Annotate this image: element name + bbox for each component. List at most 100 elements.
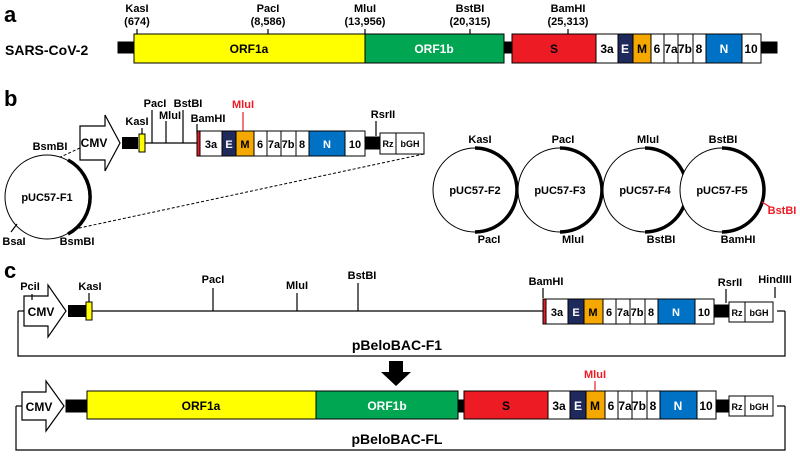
panel-c-letter: c bbox=[4, 258, 16, 283]
gene-orf1a bbox=[86, 390, 317, 420]
cmv-label: CMV bbox=[28, 305, 55, 319]
genome-label: SARS-CoV-2 bbox=[5, 42, 88, 58]
site-pos-bstbi: (20,315) bbox=[450, 16, 491, 28]
plasmid-puc57-f2: pUC57-F2 KasI PacI bbox=[432, 134, 519, 246]
construct-label: pBeloBAC-FL bbox=[352, 431, 443, 447]
f1-label-bstbi: BstBI bbox=[174, 98, 203, 110]
bac-f1-gene-labels: 3a E M 6 7a 7b 8 N 10 Rz bGH bbox=[551, 307, 769, 319]
insert-arc bbox=[474, 146, 519, 234]
f1-label-m: M bbox=[240, 139, 249, 151]
panel-b-letter: b bbox=[4, 86, 17, 111]
f1-label-kasi: KasI bbox=[125, 116, 148, 128]
plasmid-puc57-f4: pUC57-F4 MluI BstBI bbox=[602, 134, 689, 246]
label-7b: 7b bbox=[678, 42, 692, 56]
bac-f1-gene-boxes bbox=[542, 298, 774, 325]
plasmid-label: pUC57-F3 bbox=[534, 185, 585, 197]
label-m: M bbox=[588, 307, 597, 319]
label-n: N bbox=[674, 399, 683, 413]
gene-s bbox=[463, 390, 549, 420]
plasmid-puc57-f1: pUC57-F1 BsmBI BsmBI BsaI bbox=[2, 141, 94, 248]
site-top: PacI bbox=[552, 134, 575, 146]
intergenic-block bbox=[457, 399, 465, 413]
panel-a-site-labels: KasI (674) PacI (8,586) MluI (13,956) Bs… bbox=[124, 3, 589, 28]
f1-site-labels: KasI PacI MluI BstBI BamHI MluI RsrII bbox=[125, 98, 395, 128]
label-hindiii: HindIII bbox=[758, 274, 792, 286]
label-orf1a: ORF1a bbox=[182, 399, 221, 413]
label-6: 6 bbox=[608, 399, 615, 413]
construct-pbelobac-fl: CMV MluI bbox=[15, 369, 786, 451]
cmv-label: CMV bbox=[81, 136, 108, 150]
cmv-promoter-arrow bbox=[23, 283, 67, 339]
label-8: 8 bbox=[648, 307, 654, 319]
label-e: E bbox=[572, 307, 579, 319]
site-pos-mlui: (13,956) bbox=[345, 16, 386, 28]
label-orf1b: ORF1b bbox=[367, 399, 406, 413]
genome-gene-labels: ORF1a ORF1b S 3a E M 6 7a 7b 8 N 10 bbox=[230, 42, 758, 56]
bgh-box bbox=[744, 395, 774, 417]
insert-arc bbox=[721, 146, 766, 234]
label-7a: 7a bbox=[617, 307, 630, 319]
cmv-promoter-arrow bbox=[79, 114, 121, 172]
site-top: BstBI bbox=[709, 134, 738, 146]
label-bstbi: BstBI bbox=[348, 270, 377, 282]
gene-n bbox=[659, 390, 698, 420]
plasmid-label: pUC57-F5 bbox=[696, 185, 747, 197]
tick-bstbi-mutation bbox=[761, 201, 771, 208]
label-bamhi: BamHI bbox=[529, 276, 564, 288]
panel-c: c CMV PciI KasI bbox=[4, 258, 792, 451]
f1-label-7a: 7a bbox=[268, 139, 281, 151]
site-label-mlui: MluI bbox=[354, 3, 376, 15]
utr5-block bbox=[117, 41, 135, 54]
site-label-bstbi: BstBI bbox=[456, 3, 485, 15]
bac-f1-site-ticks bbox=[31, 283, 776, 311]
label-bgh: bGH bbox=[750, 308, 769, 318]
label-6: 6 bbox=[654, 42, 661, 56]
label-6: 6 bbox=[606, 307, 612, 319]
f1-gene-labels: 3a E M 6 7a 7b 8 N 10 Rz bGH bbox=[205, 139, 420, 151]
label-mlui: MluI bbox=[286, 280, 308, 292]
construct-label: pBeloBAC-F1 bbox=[352, 337, 442, 353]
utr5-block bbox=[65, 399, 88, 413]
fl-gene-labels: ORF1a ORF1b S 3a E M 6 7a 7b 8 N 10 Rz b… bbox=[182, 399, 769, 413]
bac-f1-site-labels: PciI KasI PacI MluI BstBI BamHI RsrII Hi… bbox=[20, 270, 792, 293]
label-8: 8 bbox=[650, 399, 657, 413]
site-bsai: BsaI bbox=[2, 236, 25, 248]
panel-b: b CMV KasI PacI MluI BstBI BamHI MluI Rs… bbox=[2, 86, 796, 248]
label-pcii: PciI bbox=[20, 281, 40, 293]
site-bottom: BamHI bbox=[721, 234, 756, 246]
label-paci: PacI bbox=[202, 274, 225, 286]
f1-label-6: 6 bbox=[257, 139, 263, 151]
label-7b: 7b bbox=[632, 399, 646, 413]
plasmid-label: pUC57-F1 bbox=[21, 192, 72, 204]
label-3a: 3a bbox=[551, 307, 564, 319]
gene-n bbox=[657, 298, 696, 325]
f1-gene-boxes bbox=[196, 130, 425, 157]
label-orf1b: ORF1b bbox=[414, 42, 453, 56]
site-bottom: BstBI bbox=[647, 234, 676, 246]
label-s: S bbox=[502, 399, 510, 413]
kasi-yellow-marker bbox=[85, 301, 93, 321]
f1-label-bgh: bGH bbox=[401, 139, 420, 149]
label-3a: 3a bbox=[600, 42, 614, 56]
label-s: S bbox=[550, 42, 558, 56]
f1-label-7b: 7b bbox=[282, 139, 295, 151]
label-7b: 7b bbox=[631, 307, 644, 319]
label-rz: Rz bbox=[732, 308, 743, 318]
f1-label-mlui: MluI bbox=[159, 110, 181, 122]
bgh-box bbox=[744, 301, 774, 323]
site-bstbi-mutation: BstBI bbox=[768, 205, 797, 217]
dashed-link-right bbox=[69, 153, 425, 231]
label-m: M bbox=[590, 399, 600, 413]
label-7a: 7a bbox=[618, 399, 632, 413]
f1-label-mlui-mutation: MluI bbox=[232, 99, 254, 111]
site-pos-paci: (8,586) bbox=[251, 16, 286, 28]
label-mlui-mutation: MluI bbox=[584, 369, 606, 381]
gene-orf1b bbox=[364, 33, 505, 64]
construct-pbelobac-f1: CMV PciI KasI PacI MluI BstBI BamHI bbox=[17, 270, 792, 357]
plasmid-label: pUC57-F2 bbox=[449, 185, 500, 197]
f1-label-8: 8 bbox=[299, 139, 305, 151]
f1-label-rz: Rz bbox=[383, 139, 394, 149]
vector-backbone-loop bbox=[17, 311, 786, 357]
label-8: 8 bbox=[696, 42, 703, 56]
